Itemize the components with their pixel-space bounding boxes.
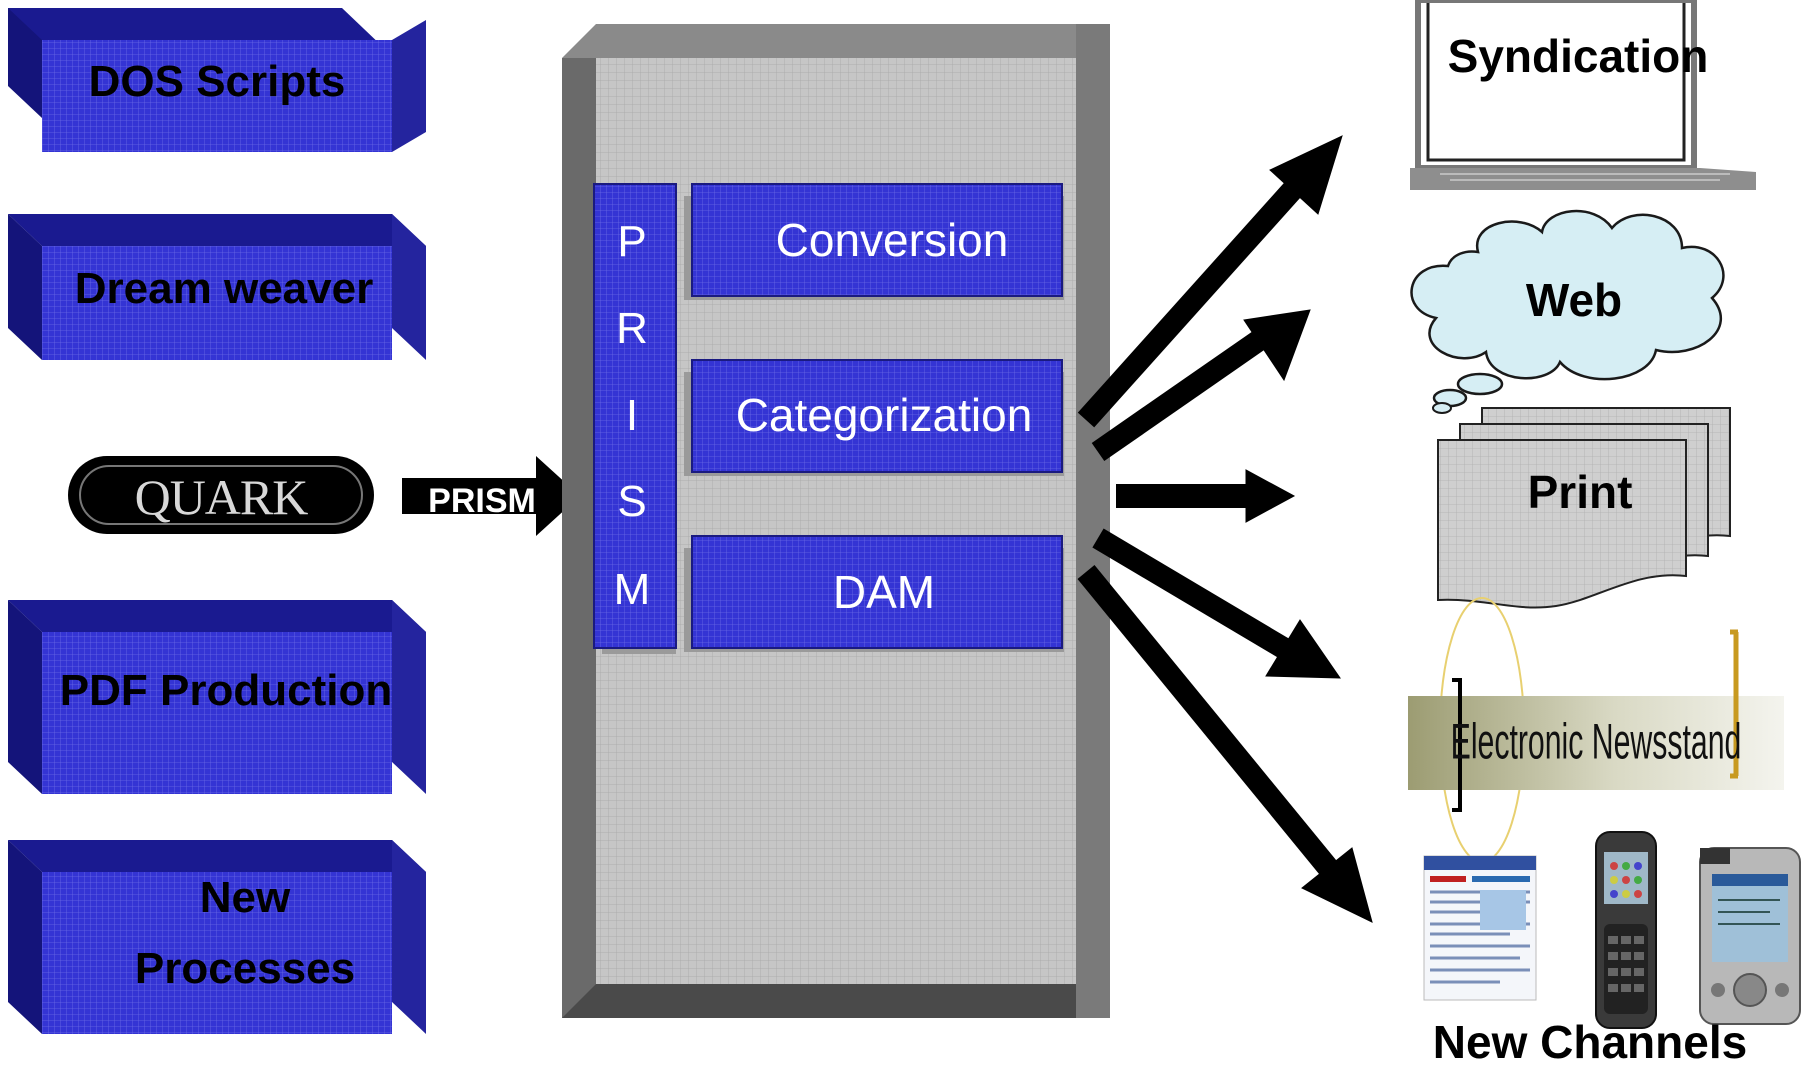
arrow-to-syndication (1077, 135, 1343, 428)
prism-arrow-label: PRISM (428, 482, 536, 520)
syndication-label: Syndication (1448, 30, 1709, 82)
module-categorization: Categorization (684, 359, 1064, 476)
output-arrows (1077, 135, 1373, 923)
prism-letter-m: M (614, 565, 651, 614)
prism-letter-r: R (616, 304, 648, 353)
print-stack: Print (1437, 407, 1731, 609)
print-label: Print (1528, 466, 1633, 518)
arrow-to-web (1091, 309, 1311, 462)
laptop-screen (1426, 0, 1686, 162)
pdf-production-label: PDF Production (60, 666, 392, 715)
prism-vertical-bar: P R I S M (593, 183, 677, 654)
module-conversion-label: Conversion (776, 214, 1009, 266)
arrow-to-new-channels (1077, 565, 1373, 923)
web-cloud: Web (1410, 209, 1725, 414)
new-channels-label: New Channels (1433, 1016, 1747, 1068)
dos-scripts-label: DOS Scripts (89, 57, 346, 106)
electronic-newsstand-banner: Electronic Newsstand (1408, 597, 1784, 863)
dream-weaver-label: Dream weaver (75, 264, 373, 313)
prism-letter-i: I (626, 391, 638, 440)
input-box-new-processes: New Processes (8, 840, 426, 1034)
prism-arrow: PRISM (402, 456, 580, 536)
prism-letter-p: P (617, 217, 646, 266)
module-dam-label: DAM (833, 566, 935, 618)
prism-letter-s: S (617, 477, 646, 526)
new-channels-devices: New Channels (1423, 831, 1801, 1068)
newspaper-page-icon (1423, 855, 1537, 1001)
module-dam: DAM (684, 535, 1064, 652)
new-processes-label-line1: New (200, 873, 291, 922)
pda-icon (1699, 847, 1801, 1025)
input-box-dos-scripts: DOS Scripts (8, 8, 426, 152)
syndication-laptop: Syndication (1410, 0, 1756, 190)
quark-logo: QUARK (68, 456, 374, 534)
mobile-phone-icon (1595, 831, 1657, 1029)
quark-logo-text: QUARK (135, 469, 309, 525)
module-conversion: Conversion (684, 183, 1064, 300)
module-categorization-label: Categorization (736, 389, 1033, 441)
web-label: Web (1526, 274, 1622, 326)
new-processes-label-line2: Processes (135, 944, 355, 993)
arrow-to-print (1116, 469, 1296, 523)
electronic-newsstand-label: Electronic Newsstand (1451, 712, 1742, 769)
arrow-to-electronic-newsstand (1092, 528, 1341, 679)
input-box-pdf-production: PDF Production (8, 600, 426, 794)
input-box-dream-weaver: Dream weaver (8, 214, 426, 360)
